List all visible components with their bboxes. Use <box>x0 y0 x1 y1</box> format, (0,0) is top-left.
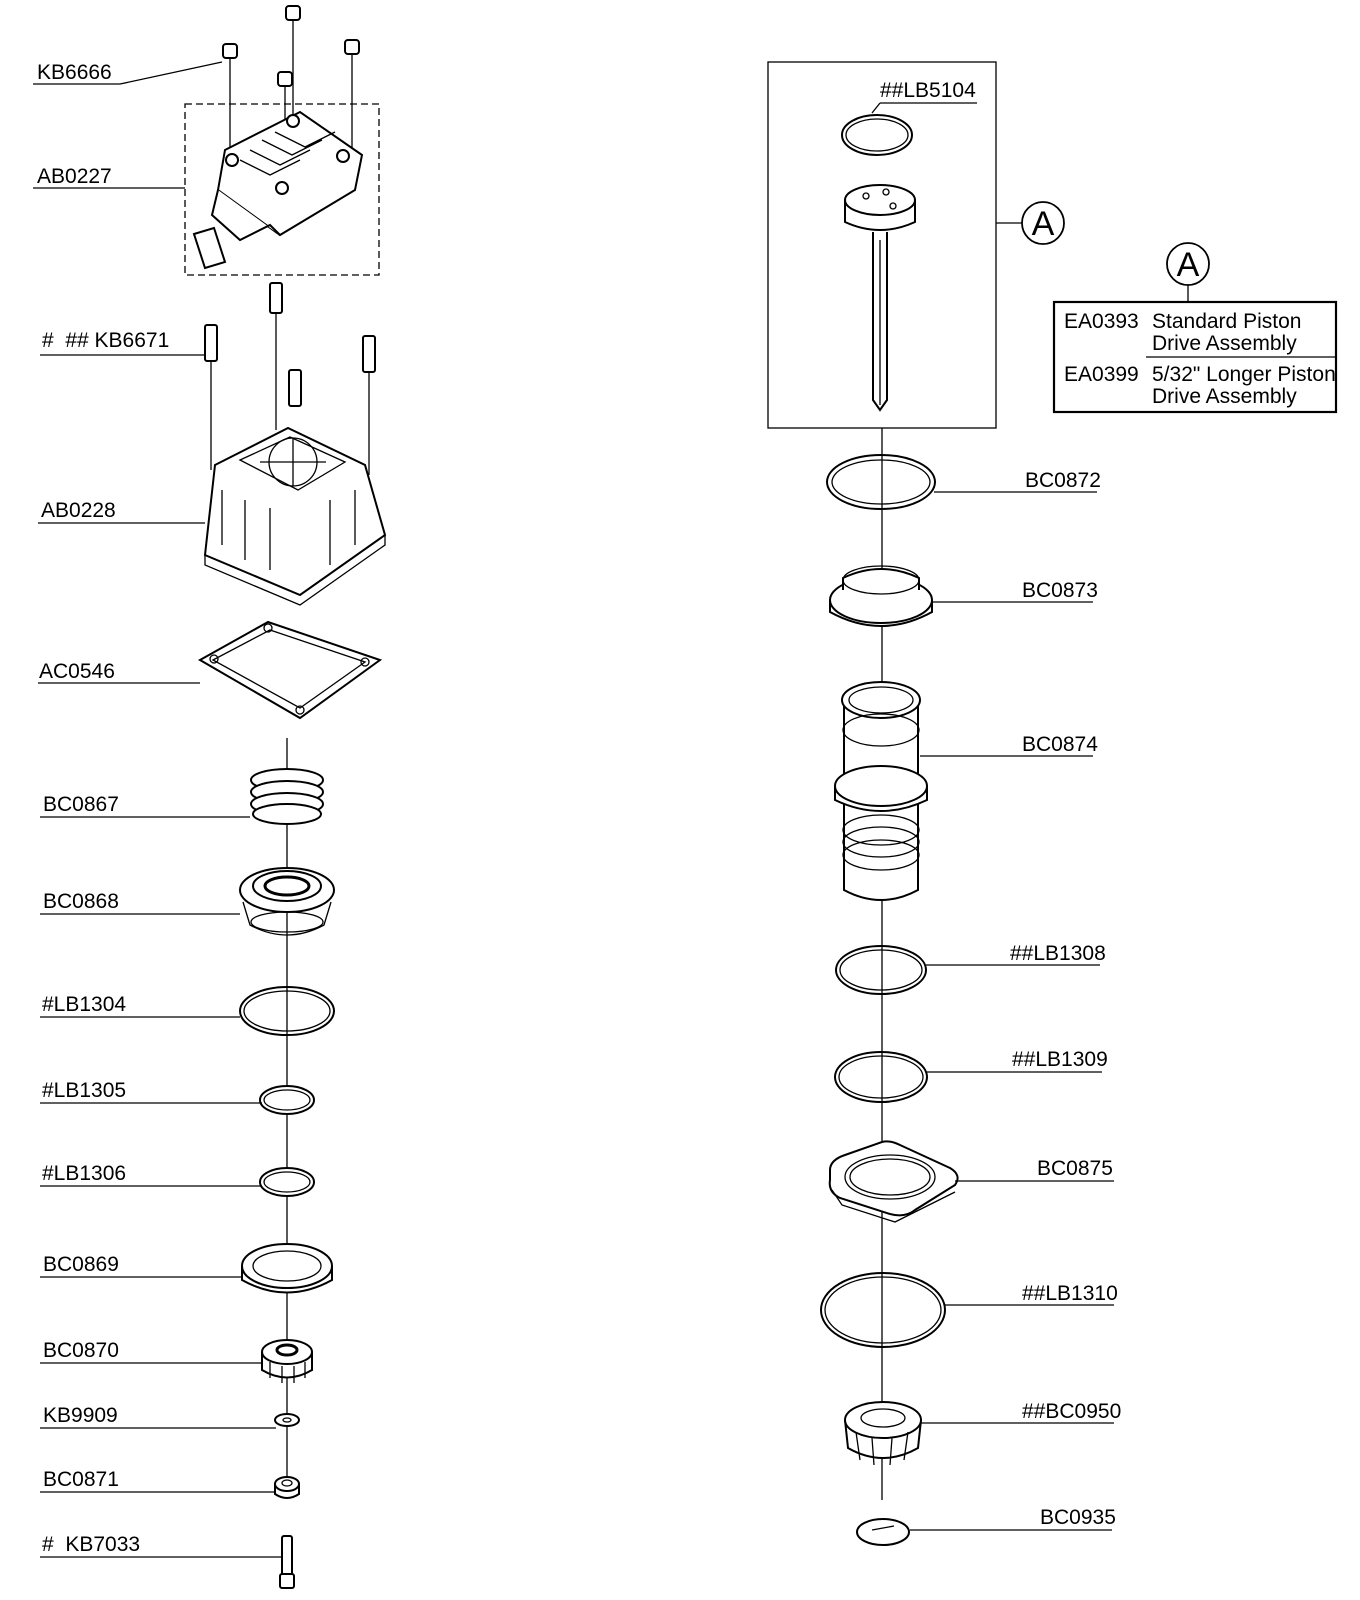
lb1309-oring <box>834 1051 928 1103</box>
left-labels: KB6666 AB0227 # ## KB6671 AB0228 AC0546 … <box>37 61 169 1556</box>
label-lb1308: ##LB1308 <box>1010 942 1106 965</box>
label-bc0873: BC0873 <box>1022 579 1098 602</box>
bc0874-cylinder <box>834 681 928 901</box>
bc0867-spring <box>250 768 324 825</box>
label-lb5104: ##LB5104 <box>880 79 976 102</box>
ab0227-cover <box>192 110 364 270</box>
piston-driver <box>844 184 916 412</box>
ac0546-gasket <box>197 620 383 720</box>
label-bc0874: BC0874 <box>1022 733 1098 756</box>
label-bc0870: BC0870 <box>43 1339 119 1362</box>
label-ab0227: AB0227 <box>37 165 112 188</box>
ab0228-cylinder-cap <box>203 426 387 606</box>
bc0875-plate <box>828 1140 959 1223</box>
lb1306-oring <box>259 1167 315 1197</box>
label-bc0868: BC0868 <box>43 890 119 913</box>
table-row-1-line2: Drive Assembly <box>1152 385 1297 408</box>
label-ab0228: AB0228 <box>41 499 116 522</box>
label-lb1310: ##LB1310 <box>1022 1282 1118 1305</box>
table-row-1-line1: 5/32" Longer Piston <box>1152 363 1336 386</box>
label-bc0950: ##BC0950 <box>1022 1400 1121 1423</box>
leader-lines <box>33 61 1114 1558</box>
lb1305-oring-inner <box>263 1089 311 1111</box>
label-lb1306: #LB1306 <box>42 1162 126 1185</box>
label-bc0867: BC0867 <box>43 793 119 816</box>
bc0868-valve <box>239 867 335 936</box>
bc0873-bumper <box>829 565 933 627</box>
lb5104-oring <box>841 114 913 156</box>
table-row-0-line1: Standard Piston <box>1152 310 1301 333</box>
callout-a-assembly: A <box>1021 201 1065 245</box>
label-bc0869: BC0869 <box>43 1253 119 1276</box>
lb1305-oring <box>259 1085 315 1115</box>
label-bc0875: BC0875 <box>1037 1157 1113 1180</box>
callout-a-table: A <box>1166 242 1210 302</box>
label-kb9909: KB9909 <box>43 1404 118 1427</box>
callout-a-letter: A <box>1032 205 1055 243</box>
label-lb1309: ##LB1309 <box>1012 1048 1108 1071</box>
label-kb6671: # ## KB6671 <box>42 329 169 352</box>
lb1308-oring <box>835 945 927 995</box>
label-lb1305: #LB1305 <box>42 1079 126 1102</box>
bc0872-oring <box>826 454 936 510</box>
kb9909-washer <box>274 1413 300 1427</box>
ab0227-kit-box <box>184 103 380 276</box>
right-labels: ##LB5104 BC0872 BC0873 BC0874 ##LB1308 #… <box>880 79 1121 1529</box>
assembly-table: EA0393 Standard Piston Drive Assembly EA… <box>1052 300 1338 414</box>
label-bc0872: BC0872 <box>1025 469 1101 492</box>
lb1304-oring <box>239 986 335 1036</box>
lb1310-oring <box>820 1272 946 1348</box>
bc0870-part <box>261 1339 313 1383</box>
table-row-1-part: EA0399 <box>1064 363 1139 386</box>
lb1306-oring-inner <box>263 1171 311 1193</box>
table-row-0-line2: Drive Assembly <box>1152 332 1297 355</box>
bc0950-cap <box>844 1401 922 1466</box>
bc0935-disc <box>856 1518 910 1546</box>
table-row-0-part: EA0393 <box>1064 310 1139 333</box>
kb7033-bolt <box>279 1535 295 1589</box>
label-bc0871: BC0871 <box>43 1468 119 1491</box>
label-lb1304: #LB1304 <box>42 993 126 1016</box>
lb1304-oring-inner <box>243 990 331 1032</box>
label-kb6666: KB6666 <box>37 61 112 84</box>
bc0871-nut <box>274 1476 300 1499</box>
callout-a-table-letter: A <box>1177 246 1200 284</box>
kb6671-screws <box>204 282 376 475</box>
label-ac0546: AC0546 <box>39 660 115 683</box>
bc0869-seat <box>241 1243 333 1294</box>
label-bc0935: BC0935 <box>1040 1506 1116 1529</box>
label-kb7033: # KB7033 <box>42 1533 140 1556</box>
